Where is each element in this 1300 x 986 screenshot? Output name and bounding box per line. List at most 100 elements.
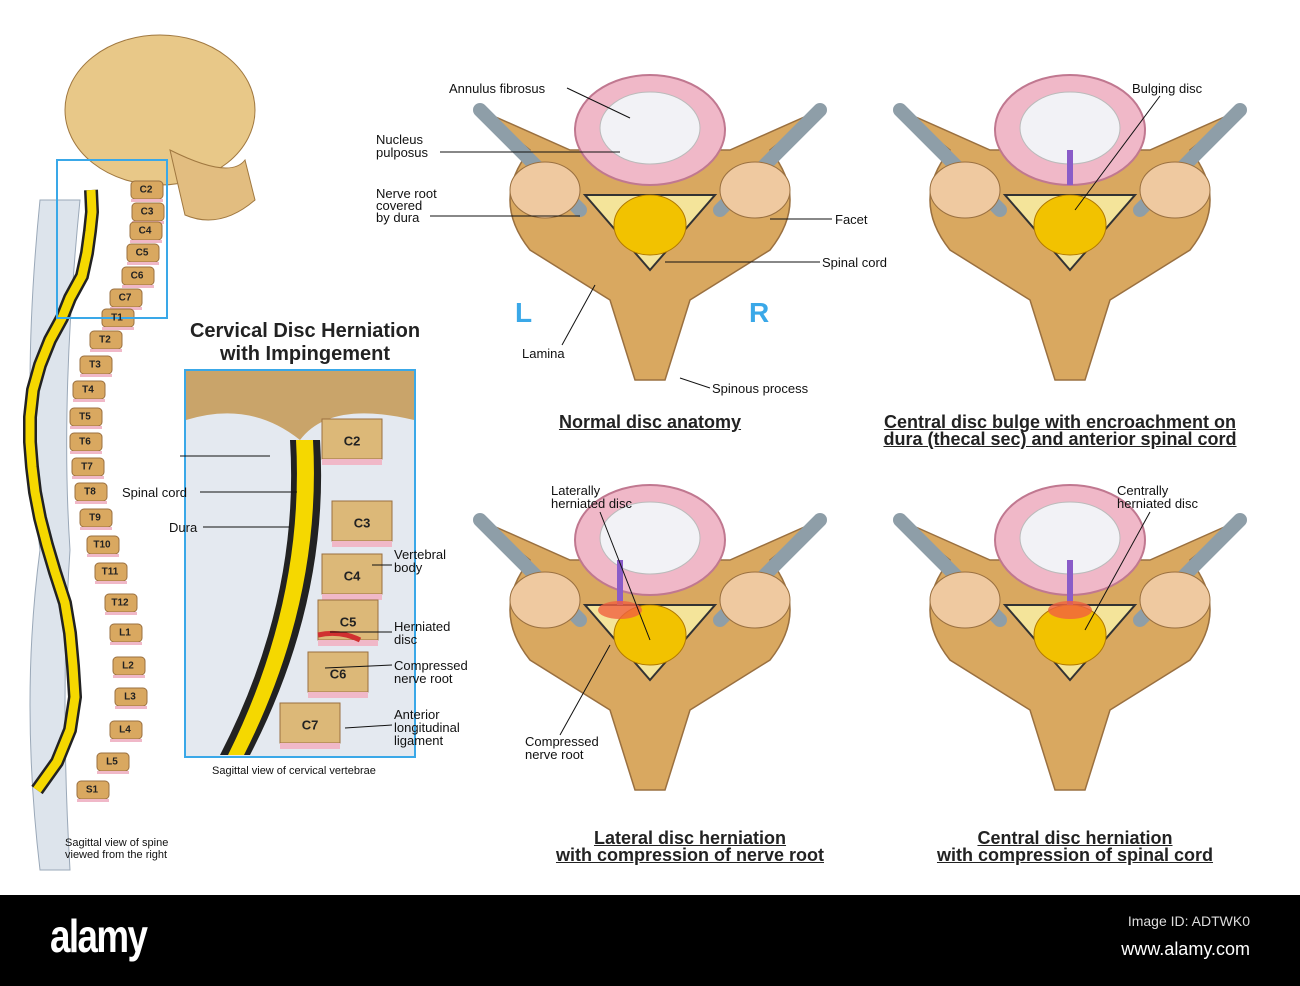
inset-disc [322, 459, 382, 465]
disc [113, 675, 145, 678]
disc [122, 285, 154, 288]
vertebra-label: L2 [122, 660, 134, 672]
label-spinal-cord-axial: Spinal cord [822, 255, 888, 270]
spinal-cord-axial [613, 604, 687, 666]
anatomy-illustration [23, 34, 1247, 871]
right-side-marker: R [749, 297, 770, 328]
vertebra-label: L4 [119, 724, 131, 736]
disc [105, 612, 137, 615]
site-url: www.alamy.com [1121, 939, 1250, 959]
inset-vertebra [307, 651, 369, 693]
facet-right [719, 571, 791, 629]
inset-title: Cervical Disc Herniation with Impingemen… [160, 320, 450, 366]
disc [77, 799, 109, 802]
label-herniated-disc: Herniated disc [394, 619, 451, 647]
facet-left [509, 571, 581, 629]
inset-vertebra-label: C4 [343, 568, 361, 584]
vertebra-label: C2 [139, 184, 153, 196]
disc [80, 374, 112, 377]
label-nerve-root: Nerve root covered by dura [376, 186, 437, 225]
facet-right [1139, 571, 1211, 629]
vertebra-label: L1 [119, 627, 131, 639]
inset-vertebra-label: C6 [329, 666, 347, 682]
vertebra-label: T1 [111, 312, 123, 324]
disc [72, 476, 104, 479]
leader-line [566, 87, 631, 119]
label-bulging-disc: Bulging disc [1132, 81, 1203, 96]
caption-normal: Normal disc anatomy [558, 412, 742, 432]
label-compressed-nerve-root: Compressed nerve root [394, 658, 468, 686]
vertebra-label: C3 [140, 206, 154, 218]
leader-line [679, 377, 711, 389]
inset-disc [280, 743, 340, 749]
inset-vertebra-label: C2 [343, 433, 361, 449]
caption-line-2: with compression of nerve root [555, 845, 825, 865]
leader-line [561, 284, 596, 346]
label-vertebral-body: Vertebral body [394, 547, 447, 575]
leader-line [559, 644, 611, 736]
vertebra-label: L3 [124, 691, 136, 703]
vertebra-label: C7 [118, 292, 132, 304]
label-nucleus: Nucleus pulposus [376, 132, 429, 160]
spinal-cord-axial [1033, 194, 1107, 256]
facet-left [929, 571, 1001, 629]
label-dura: Dura [169, 520, 198, 535]
disc [95, 581, 127, 584]
zoom-region-box [56, 159, 168, 319]
leader-line [1084, 511, 1151, 631]
vertebra-label: T12 [111, 597, 129, 609]
label-annulus: Annulus fibrosus [449, 81, 546, 96]
vertebra-label: L5 [106, 756, 118, 768]
inset-vertebra [279, 702, 341, 744]
title-line-1: Cervical Disc Herniation [189, 320, 421, 342]
vertebra-label: T6 [79, 436, 91, 448]
disc [73, 399, 105, 402]
facet-right [719, 161, 791, 219]
inset-disc [308, 692, 368, 698]
disc [127, 262, 159, 265]
vertebra-label: T3 [89, 359, 101, 371]
spine-caption: Sagittal view of spine viewed from the r… [65, 837, 169, 861]
label-lamina: Lamina [522, 346, 565, 361]
disc [110, 739, 142, 742]
nucleus-pulposus [599, 501, 701, 575]
vertebra-label: C6 [130, 270, 144, 282]
inset-vertebra-label: C7 [301, 717, 319, 733]
inset-vertebra [331, 500, 393, 542]
spinal-cord-axial [613, 194, 687, 256]
skull-base [186, 371, 414, 440]
label-centrally-herniated: Centrally herniated disc [1117, 483, 1198, 511]
leader-line [1074, 95, 1161, 211]
disc [115, 706, 147, 709]
image-id: Image ID: ADTWK0 [1127, 913, 1250, 929]
herniation [598, 601, 642, 619]
caption-line-2: with compression of spinal cord [936, 845, 1214, 865]
facet-right [1139, 161, 1211, 219]
disc [75, 501, 107, 504]
disc [97, 771, 129, 774]
inset-disc [332, 541, 392, 547]
label-laterally-herniated: Laterally herniated disc [551, 483, 632, 511]
caption-lateral: Lateral disc herniation with compression… [530, 829, 850, 865]
spinal-cord [25, 189, 97, 793]
left-side-marker: L [515, 297, 533, 328]
footer-bar: alamy Image ID: ADTWK0 www.alamy.com [0, 895, 1300, 986]
label-compressed-root: Compressed nerve root [525, 734, 599, 762]
title-line-2: with Impingement [220, 343, 390, 365]
disc [70, 451, 102, 454]
inset-spinal-cord [228, 440, 314, 755]
leader-line [599, 511, 651, 641]
label-anterior-ligament: Anterior longitudinal ligament [394, 707, 460, 748]
disc [110, 642, 142, 645]
caption-line-2: dura (thecal sec) and anterior spinal co… [883, 429, 1237, 449]
label-spinous: Spinous process [712, 381, 809, 396]
nucleus-pulposus [599, 91, 701, 165]
vertebra-label: T9 [89, 512, 101, 524]
inset-caption: Sagittal view of cervical vertebrae [212, 765, 376, 777]
caption-line-1: Central disc herniation [977, 828, 1173, 848]
herniation [1048, 601, 1092, 619]
leader-line [344, 724, 393, 729]
disc [87, 554, 119, 557]
label-facet: Facet [835, 212, 868, 227]
inset-vertebra-label: C5 [339, 614, 357, 630]
